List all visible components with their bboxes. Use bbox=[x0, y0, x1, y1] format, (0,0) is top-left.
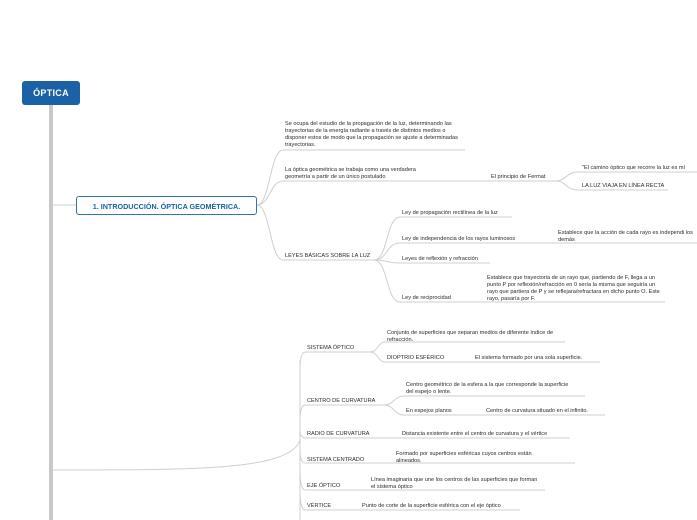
desc-centro-curvatura[interactable]: Centro geométrico de la esfera a la que … bbox=[406, 382, 569, 395]
node-fermat-quote[interactable]: "El camino óptico que recorre la luz es … bbox=[582, 165, 686, 171]
node-fermat[interactable]: El principio de Fermat bbox=[491, 174, 546, 180]
node-linea-recta[interactable]: LA LUZ VIAJA EN LÍNEA RECTA bbox=[582, 183, 665, 189]
node-vertice[interactable]: VÉRTICE bbox=[307, 503, 332, 509]
desc-radio-curvatura[interactable]: Distancia existente entre el centro de c… bbox=[402, 431, 548, 437]
desc-vertice[interactable]: Punto de corte de la superficie esférica… bbox=[362, 503, 501, 509]
desc-ley-reciprocidad[interactable]: Establece que trayectoria de un rayo que… bbox=[487, 275, 660, 302]
desc-ley-independencia[interactable]: Establece que la acción de cada rayo es … bbox=[558, 230, 693, 243]
desc-dioptrio[interactable]: El sistema formado por una sola superfic… bbox=[475, 355, 583, 361]
node-ley-reciprocidad[interactable]: Ley de reciprocidad bbox=[402, 295, 451, 301]
desc-eje-optico[interactable]: Línea imaginaria que une los centros de … bbox=[371, 477, 538, 490]
main-spine bbox=[49, 105, 53, 520]
topic-introduccion[interactable]: 1. INTRODUCCIÓN. ÓPTICA GEOMÉTRICA. bbox=[76, 196, 257, 215]
node-centro-curvatura[interactable]: CENTRO DE CURVATURA bbox=[307, 398, 376, 404]
node-leyes-reflexion[interactable]: Leyes de reflexión y refracción bbox=[402, 256, 478, 262]
node-sistema-optico[interactable]: SISTEMA ÓPTICO bbox=[307, 345, 355, 351]
desc-sistema-optico[interactable]: Conjunto de superficies que separan medi… bbox=[387, 330, 554, 343]
node-ley-propagacion[interactable]: Ley de propagación rectilínea de la luz bbox=[402, 210, 498, 216]
desc-espejos-planos[interactable]: Centro de curvatura situado en el infini… bbox=[486, 408, 588, 414]
node-eje-optico[interactable]: EJE ÓPTICO bbox=[307, 483, 341, 489]
node-radio-curvatura[interactable]: RADIO DE CURVATURA bbox=[307, 431, 370, 437]
desc-sistema-centrado[interactable]: Formado por superficies esféricas cuyos … bbox=[396, 451, 532, 464]
node-leyes-basicas[interactable]: LEYES BÁSICAS SOBRE LA LUZ bbox=[285, 253, 371, 259]
root-node[interactable]: ÓPTICA bbox=[22, 81, 80, 105]
node-dioptrio[interactable]: DIOPTRIO ESFÉRICO bbox=[387, 355, 445, 361]
node-espejos-planos[interactable]: En espejos planos bbox=[406, 408, 452, 414]
node-ley-independencia[interactable]: Ley de independencia de los rayos lumino… bbox=[402, 236, 516, 242]
desc-postulado[interactable]: La óptica geométrica se trabaja como una… bbox=[285, 167, 416, 180]
desc-optica-geometrica[interactable]: Se ocupa del estudio de la propagación d… bbox=[285, 121, 458, 148]
node-sistema-centrado[interactable]: SISTEMA CENTRADO bbox=[307, 457, 365, 463]
